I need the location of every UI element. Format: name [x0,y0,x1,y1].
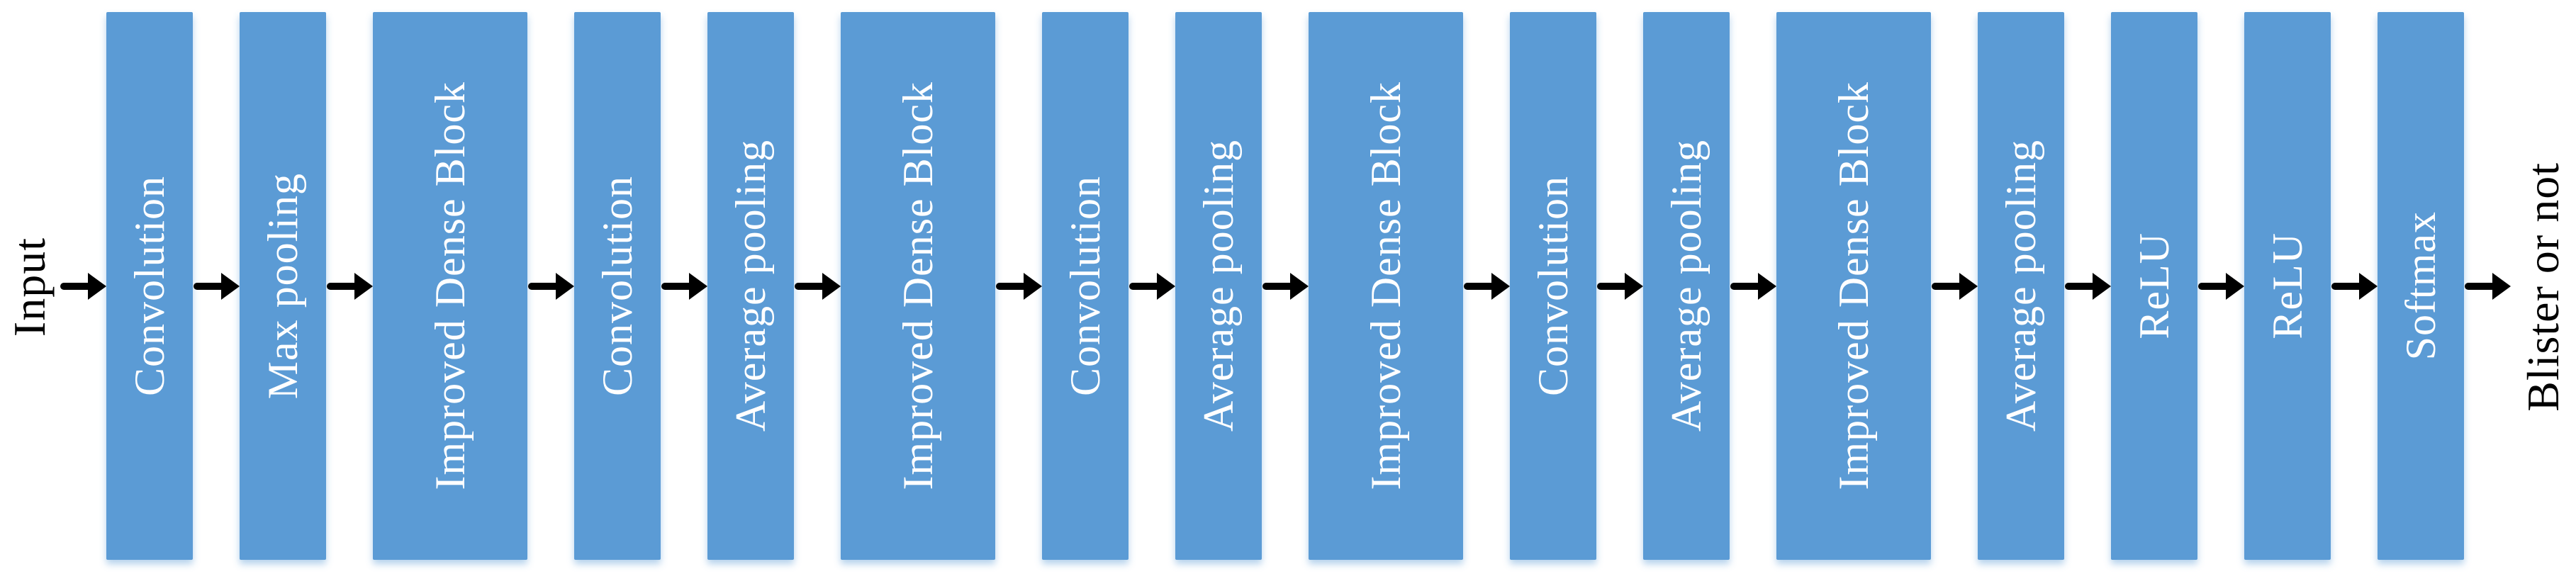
flow-arrow-icon [326,271,373,302]
block-label: ReLU [2131,232,2178,339]
block-improved-dense-block: Improved Dense Block [841,12,995,560]
block-convolution: Convolution [1042,12,1129,560]
output-label: Blister or not [2518,162,2568,412]
block-average-pooling: Average pooling [707,12,794,560]
flow-arrow-icon [527,271,574,302]
flow-arrow-icon [60,271,106,302]
input-label: Input [4,237,55,337]
block-label: Convolution [126,175,173,397]
block-label: Convolution [594,175,641,397]
flow-arrow-icon [193,271,240,302]
block-relu: ReLU [2111,12,2197,560]
block-improved-dense-block: Improved Dense Block [373,12,527,560]
flow-arrow-icon [995,271,1042,302]
block-improved-dense-block: Improved Dense Block [1776,12,1931,560]
block-average-pooling: Average pooling [1643,12,1730,560]
flow-arrow-icon [794,271,841,302]
block-relu: ReLU [2244,12,2331,560]
block-improved-dense-block: Improved Dense Block [1309,12,1463,560]
block-label: Average pooling [727,140,774,432]
block-label: Convolution [1530,175,1577,397]
block-label: Average pooling [1195,140,1242,432]
flow-arrow-icon [1931,271,1978,302]
block-label: Improved Dense Block [1362,81,1409,490]
flow-arrow-icon [2197,271,2244,302]
flow-arrow-icon [1463,271,1510,302]
block-convolution: Convolution [106,12,193,560]
block-label: ReLU [2264,232,2311,339]
block-label: Improved Dense Block [1830,81,1877,490]
block-label: Improved Dense Block [427,81,474,490]
output-endpoint: Blister or not [2511,0,2576,574]
flow-arrow-icon [1730,271,1776,302]
input-endpoint: Input [0,0,60,574]
flow-arrow-icon [2064,271,2111,302]
block-max-pooling: Max pooling [240,12,326,560]
block-softmax: Softmax [2378,12,2464,560]
block-average-pooling: Average pooling [1978,12,2064,560]
block-average-pooling: Average pooling [1175,12,1262,560]
flow-arrow-icon [2331,271,2378,302]
flow-arrow-icon [661,271,707,302]
flow-arrow-icon [1129,271,1175,302]
block-label: Average pooling [1663,140,1710,432]
block-label: Convolution [1062,175,1109,397]
flow-arrow-icon [2464,271,2511,302]
block-label: Average pooling [1998,140,2044,432]
block-convolution: Convolution [574,12,661,560]
flow-arrow-icon [1262,271,1309,302]
block-label: Max pooling [259,172,306,400]
flow-arrow-icon [1596,271,1643,302]
block-label: Improved Dense Block [895,81,941,490]
block-label: Softmax [2397,211,2444,361]
block-convolution: Convolution [1510,12,1596,560]
